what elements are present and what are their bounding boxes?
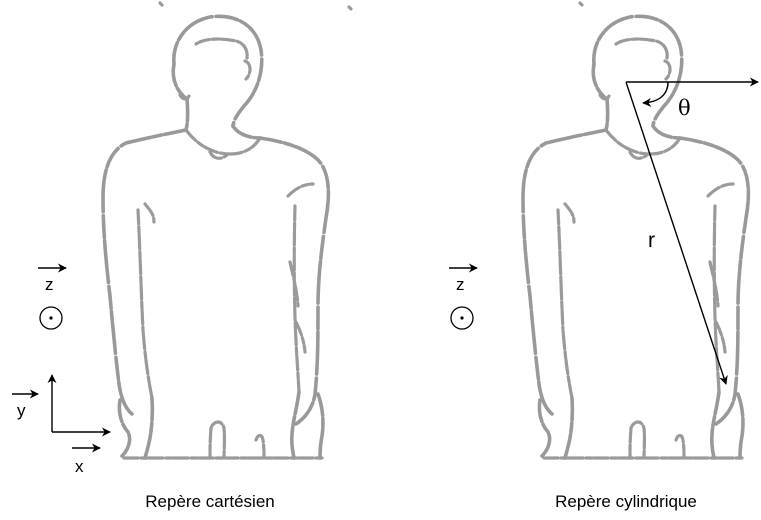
circle-dot-icon — [451, 307, 473, 329]
person-silhouette-right — [523, 3, 761, 458]
x-label: x — [75, 457, 84, 476]
r-label: r — [648, 229, 655, 252]
person-silhouette-left — [103, 3, 351, 458]
caption-cylindrical: Repère cylindrique — [555, 492, 697, 511]
theta-arc-arrow-icon — [643, 82, 668, 103]
z-label: z — [45, 275, 54, 294]
panel-cylindrical: z θ r Repère cylindrique — [449, 3, 761, 511]
circle-dot-icon — [40, 307, 62, 329]
y-label: y — [17, 401, 26, 420]
radius-vector-arrow-icon — [626, 82, 726, 384]
z-label: z — [456, 275, 465, 294]
theta-label: θ — [678, 96, 691, 120]
caption-cartesian: Repère cartésien — [145, 492, 274, 511]
panel-cartesian: z y x Repère cartésien — [12, 3, 351, 511]
